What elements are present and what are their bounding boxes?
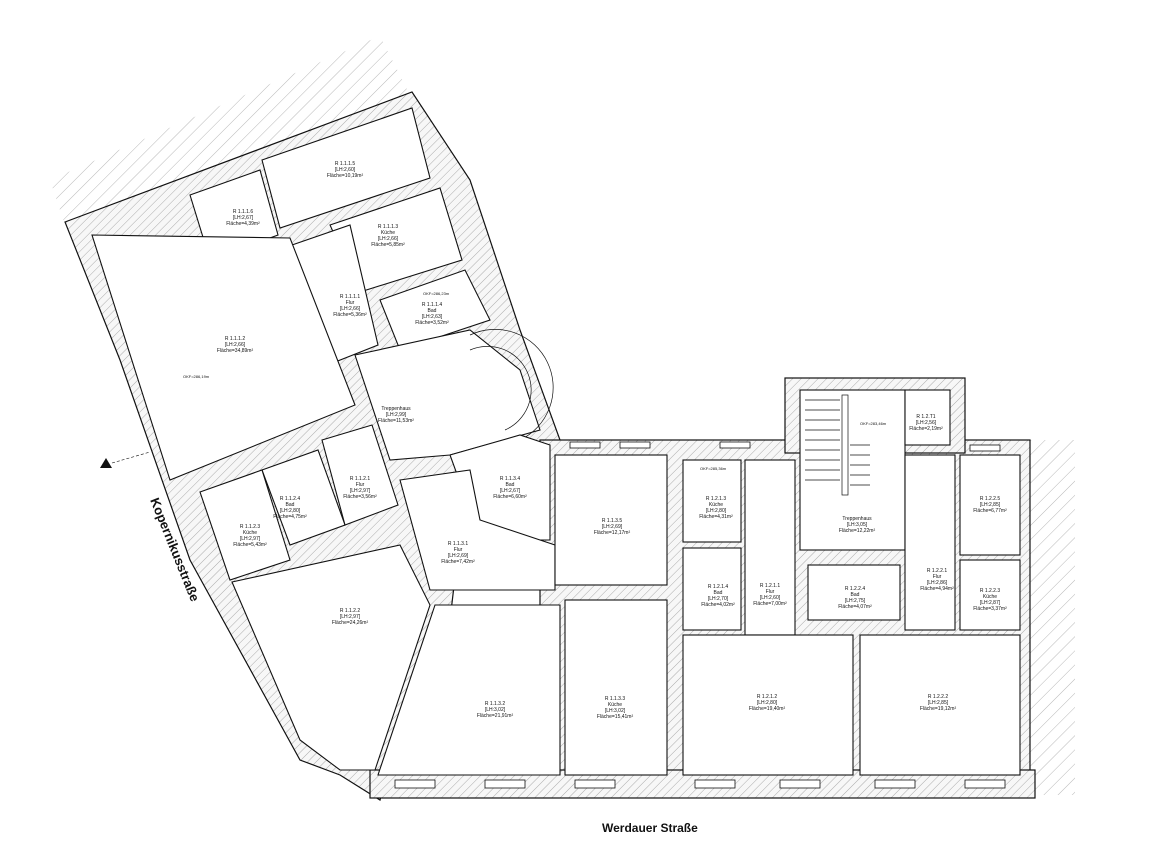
spiral-stair-inner [469, 346, 532, 431]
room-r-1121 [321, 424, 399, 526]
room-r-1122 [231, 544, 431, 771]
room-r-12t1 [904, 389, 951, 446]
room-label: R 1.1.1.5[LH:2,60]Fläche=10,19m² [327, 161, 364, 179]
neighbor-hatch-east [1030, 440, 1075, 795]
room-label: R 1.2.2.2[LH:2,85]Fläche=19,12m² [920, 694, 957, 712]
room-label: R 1.2.2.5[LH:2,85]Fläche=6,77m² [973, 496, 1007, 514]
room-r-1123 [199, 469, 291, 581]
room-r-1214 [682, 547, 742, 631]
room-r-1133 [564, 599, 668, 776]
room-r-1114 [379, 269, 491, 351]
room-label: R 1.1.1.2[LH:2,66]Fläche=34,89m² [217, 336, 254, 354]
room-r-1112 [91, 234, 356, 481]
room-r-1115 [261, 107, 431, 229]
room-label: Treppenhaus[LH:2,99]Fläche=11,53m² [378, 406, 414, 424]
room-r-1211 [744, 459, 796, 636]
room-r-1224 [807, 564, 901, 621]
level-marker-1: OKF=286,19m [183, 374, 210, 379]
south-windows [394, 441, 1006, 789]
spiral-stair [469, 329, 554, 441]
room-r-1213 [682, 459, 742, 543]
room-label: R 1.1.1.6[LH:2,67]Fläche=4,39m² [226, 209, 260, 227]
level-marker-3: OKF=285,36m [700, 466, 727, 471]
street-werdauer: Werdauer Straße [602, 821, 698, 835]
room-label: R 1.1.2.2[LH:2,97]Fläche=24,26m² [332, 608, 369, 626]
room-label: R 1.1.3.2[LH:3,02]Fläche=21,91m² [477, 701, 514, 719]
room-r-1135 [554, 454, 668, 586]
stair-treads [805, 394, 870, 496]
room-r-1225 [959, 454, 1021, 556]
room-label: R 1.2.T1[LH:2,56]Fläche=2,19m² [909, 414, 943, 432]
room-r-1221 [904, 454, 956, 631]
room-r-1222 [859, 634, 1021, 776]
room-label: R 1.1.3.5[LH:2,69]Fläche=12,17m² [594, 518, 631, 536]
room-label: Treppenhaus[LH:3,05]Fläche=12,22m² [839, 516, 876, 534]
room-labels: R 1.1.1.5[LH:2,60]Fläche=10,19m² R 1.1.1.… [217, 161, 1007, 720]
section-marker [100, 458, 112, 468]
room-r-1132 [377, 604, 561, 776]
room-stairwell-1 [354, 329, 541, 461]
level-marker-2: OKF=286,23m [423, 291, 450, 296]
level-marker-4: OKF=283,46m [860, 421, 887, 426]
room-r-1223 [959, 559, 1021, 631]
room-label: R 1.2.1.2[LH:2,80]Fläche=19,40m² [749, 694, 786, 712]
neighbor-hatch-north [50, 36, 410, 225]
room-r-1212 [682, 634, 854, 776]
